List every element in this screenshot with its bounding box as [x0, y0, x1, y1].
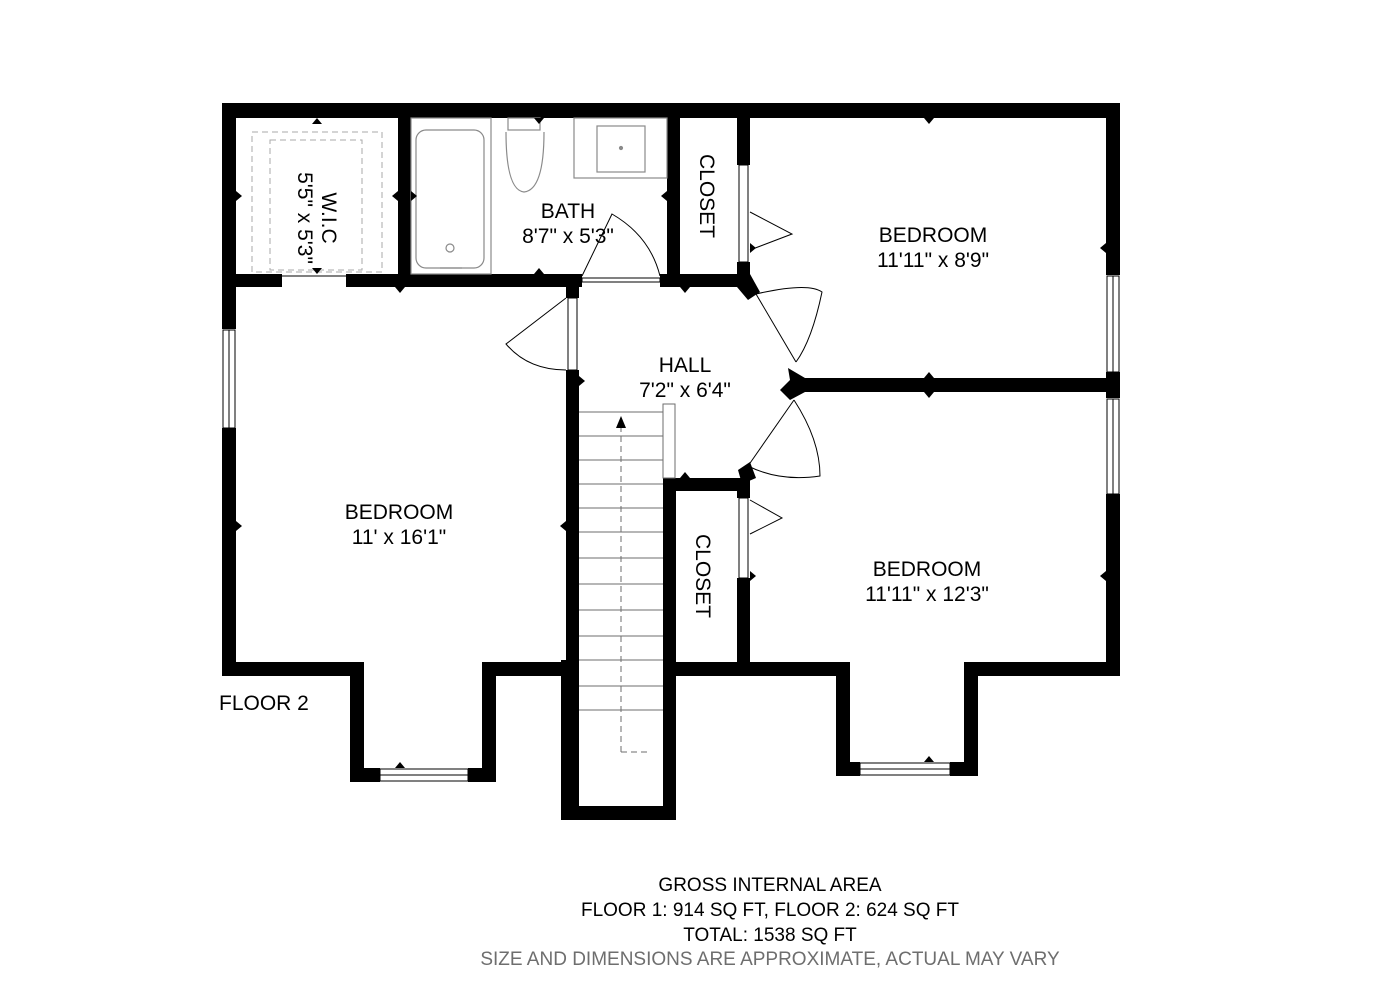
bedroom-se-name: BEDROOM — [873, 558, 982, 581]
windows — [222, 275, 1120, 782]
bath-name: BATH — [541, 200, 595, 223]
walls — [222, 103, 1120, 820]
bedroom-se-size: 11'11" x 12'3" — [865, 583, 989, 606]
area-disclaimer: SIZE AND DIMENSIONS ARE APPROXIMATE, ACT… — [480, 949, 1060, 970]
bath-fixtures — [410, 117, 668, 275]
area-total-line: TOTAL: 1538 SQ FT — [683, 925, 857, 946]
bedroom-ne-name: BEDROOM — [879, 224, 988, 247]
closet-mid-name: CLOSET — [691, 534, 714, 618]
wic-label: W.I.C 5'5" x 5'3" — [293, 172, 340, 264]
closet-mid-label: CLOSET — [691, 534, 714, 618]
wic-size: 5'5" x 5'3" — [293, 172, 316, 264]
bedroom-w-name: BEDROOM — [345, 501, 454, 524]
hall-size: 7'2" x 6'4" — [639, 379, 731, 402]
bath-size: 8'7" x 5'3" — [522, 225, 614, 248]
closet-top-label: CLOSET — [695, 154, 718, 238]
markers — [236, 118, 1106, 768]
wic-name: W.I.C — [317, 192, 340, 243]
floor-label: FLOOR 2 — [219, 692, 309, 715]
bedroom-w-size: 11' x 16'1" — [352, 526, 446, 549]
bedroom-ne-size: 11'11" x 8'9" — [877, 249, 989, 272]
area-floors-line: FLOOR 1: 914 SQ FT, FLOOR 2: 624 SQ FT — [580, 900, 959, 921]
wic-shelves — [251, 131, 383, 273]
area-heading: GROSS INTERNAL AREA — [658, 875, 882, 896]
hall-name: HALL — [659, 354, 712, 377]
doors — [282, 164, 823, 579]
closet-top-name: CLOSET — [695, 154, 718, 238]
stairs — [579, 403, 676, 753]
